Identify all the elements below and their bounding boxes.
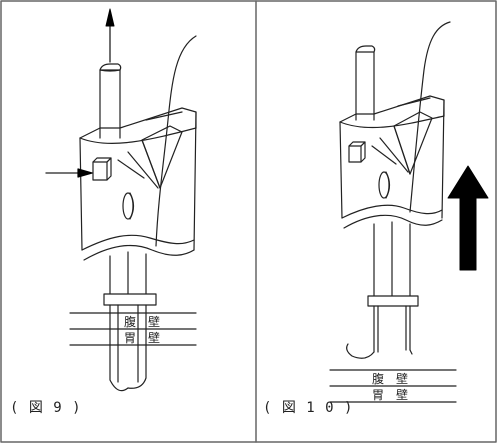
oval-window-fig10 [378, 171, 391, 199]
square-window-fig10 [348, 141, 366, 163]
inserted-tubes-fig10 [346, 305, 413, 359]
release-button [92, 157, 112, 181]
guide-wire-fig10 [409, 21, 451, 213]
tube-fig10 [355, 45, 376, 121]
device-housing [79, 107, 197, 251]
stomach-wall-label-fig10: 胃 壁 [372, 387, 408, 402]
break-line-fig10 [341, 204, 443, 229]
panel-fig10: 腹 壁 胃 壁 [329, 21, 489, 403]
panel-fig9: 腹 壁 胃 壁 [45, 8, 197, 392]
tube [99, 63, 122, 139]
thick-up-arrow-icon [447, 165, 489, 271]
thin-up-arrow-icon [105, 8, 115, 63]
collar [103, 293, 157, 306]
break-line [81, 234, 195, 261]
oval-window [122, 192, 135, 220]
device-housing-fig10 [339, 95, 445, 219]
lower-tubes [109, 251, 147, 301]
figure-caption-fig9: ( 図 9 ) [10, 400, 82, 416]
right-arrow-icon [45, 168, 93, 178]
wall-lines-fig10 [329, 369, 457, 403]
abdominal-wall-label-fig9: 腹 壁 [124, 314, 160, 329]
collar-fig10 [367, 295, 419, 307]
inserted-tubes [109, 304, 147, 392]
stomach-wall-label-fig9: 胃 壁 [124, 330, 160, 345]
wall-lines [69, 312, 197, 346]
lower-tubes-fig10 [373, 221, 411, 301]
abdominal-wall-label-fig10: 腹 壁 [372, 371, 408, 386]
figure-caption-fig10: ( 図 1 0 ) [263, 400, 354, 416]
guide-wire [155, 35, 197, 247]
